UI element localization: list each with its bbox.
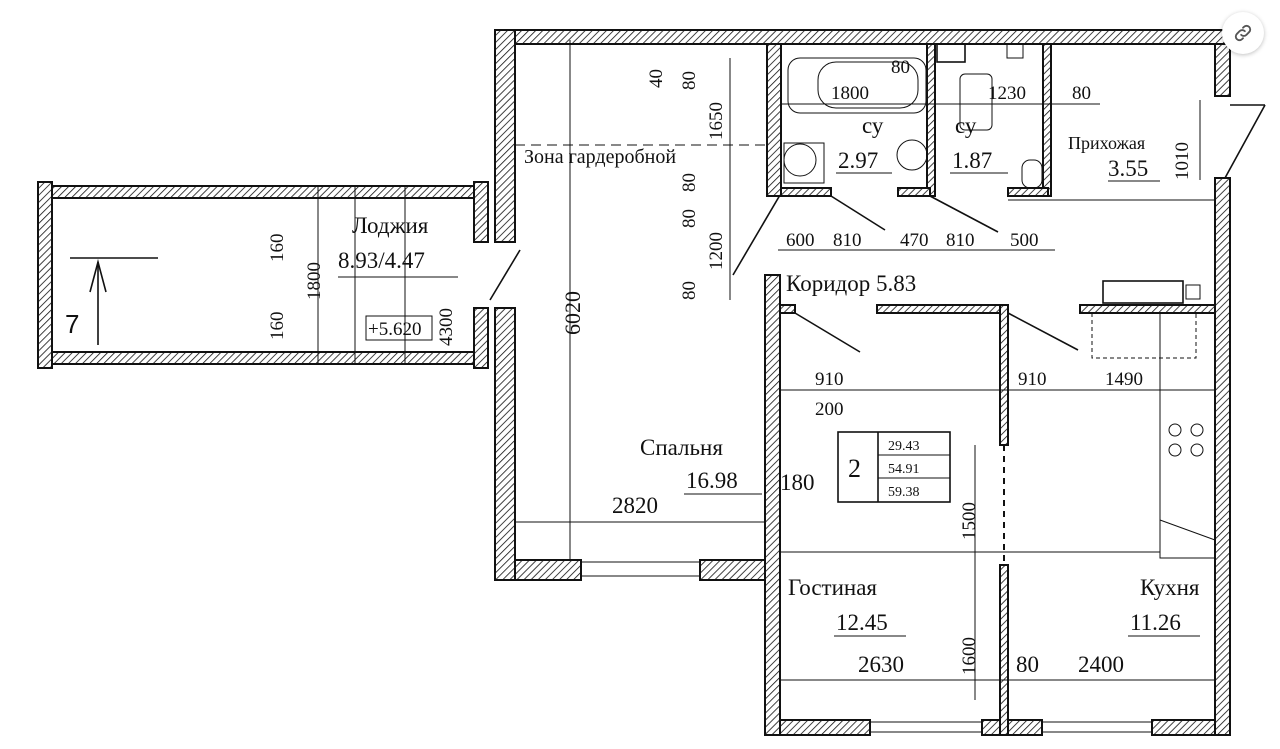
room-kitchen-area: 11.26 [1130, 610, 1181, 635]
doors-and-fixtures [489, 43, 1266, 559]
dim: 80 [679, 71, 700, 90]
dim: 80 [679, 281, 700, 300]
dim: 1490 [1105, 369, 1143, 390]
dim: 4300 [436, 308, 457, 346]
dim: 160 [267, 312, 288, 341]
dim: 80 [891, 57, 910, 78]
room-kitchen-name: Кухня [1140, 575, 1200, 600]
dim: 80 [1016, 652, 1039, 677]
dim: 1800 [831, 83, 869, 104]
dim: 80 [679, 173, 700, 192]
total-area: 54.91 [888, 462, 920, 477]
dim: 40 [646, 69, 667, 88]
dimension-labels: 160 160 1800 4300 40 80 1650 80 80 1200 … [267, 57, 1193, 677]
dim: 1800 [304, 262, 325, 300]
loggia-walls [37, 181, 489, 369]
room-hall-name: Прихожая [1068, 133, 1145, 153]
level-mark: +5.620 [368, 319, 421, 340]
apartment-walls [494, 29, 1231, 736]
room-bedroom-name: Спальня [640, 435, 723, 460]
dim: 1500 [959, 502, 980, 540]
dim: 600 [786, 230, 815, 251]
room-bedroom-area: 16.98 [686, 468, 738, 493]
room-loggia-area: 8.93/4.47 [338, 248, 425, 273]
dim: 1650 [706, 102, 727, 140]
room-bath1-area: 2.97 [838, 148, 878, 173]
dim: 1010 [1172, 142, 1193, 180]
rooms-count: 2 [848, 454, 861, 483]
living-area: 29.43 [888, 439, 920, 454]
room-living-name: Гостиная [788, 575, 877, 600]
dim: 160 [267, 234, 288, 263]
dim: 810 [833, 230, 862, 251]
room-loggia-name: Лоджия [352, 213, 429, 238]
dim: 80 [679, 209, 700, 228]
dim: 180 [780, 470, 815, 495]
dim: 6020 [560, 291, 585, 335]
copy-link-button[interactable] [1222, 12, 1264, 54]
dim: 2820 [612, 493, 658, 518]
room-hall-area: 3.55 [1108, 156, 1148, 181]
room-bath2-area: 1.87 [952, 148, 992, 173]
dim: 810 [946, 230, 975, 251]
room-wardrobe-name: Зона гардеробной [524, 146, 676, 168]
dim: 1200 [706, 232, 727, 270]
room-bath1-name: су [862, 113, 884, 138]
dim: 80 [1072, 83, 1091, 104]
dim: 2630 [858, 652, 904, 677]
dim: 1230 [988, 83, 1026, 104]
dim: 500 [1010, 230, 1039, 251]
room-bath2-name: су [955, 113, 977, 138]
room-corridor-name: Коридор 5.83 [786, 271, 916, 296]
total-with-loggia: 59.38 [888, 485, 920, 500]
dim: 470 [900, 230, 929, 251]
dim: 200 [815, 399, 844, 420]
dim: 1600 [959, 637, 980, 675]
area-summary: 2 29.43 54.91 59.38 [837, 431, 951, 503]
dim: 2400 [1078, 652, 1124, 677]
room-living-area: 12.45 [836, 610, 888, 635]
link-icon [1234, 24, 1252, 42]
dimension-lines [70, 40, 1215, 700]
north-label: 7 [65, 309, 79, 339]
dim: 910 [815, 369, 844, 390]
dim: 910 [1018, 369, 1047, 390]
